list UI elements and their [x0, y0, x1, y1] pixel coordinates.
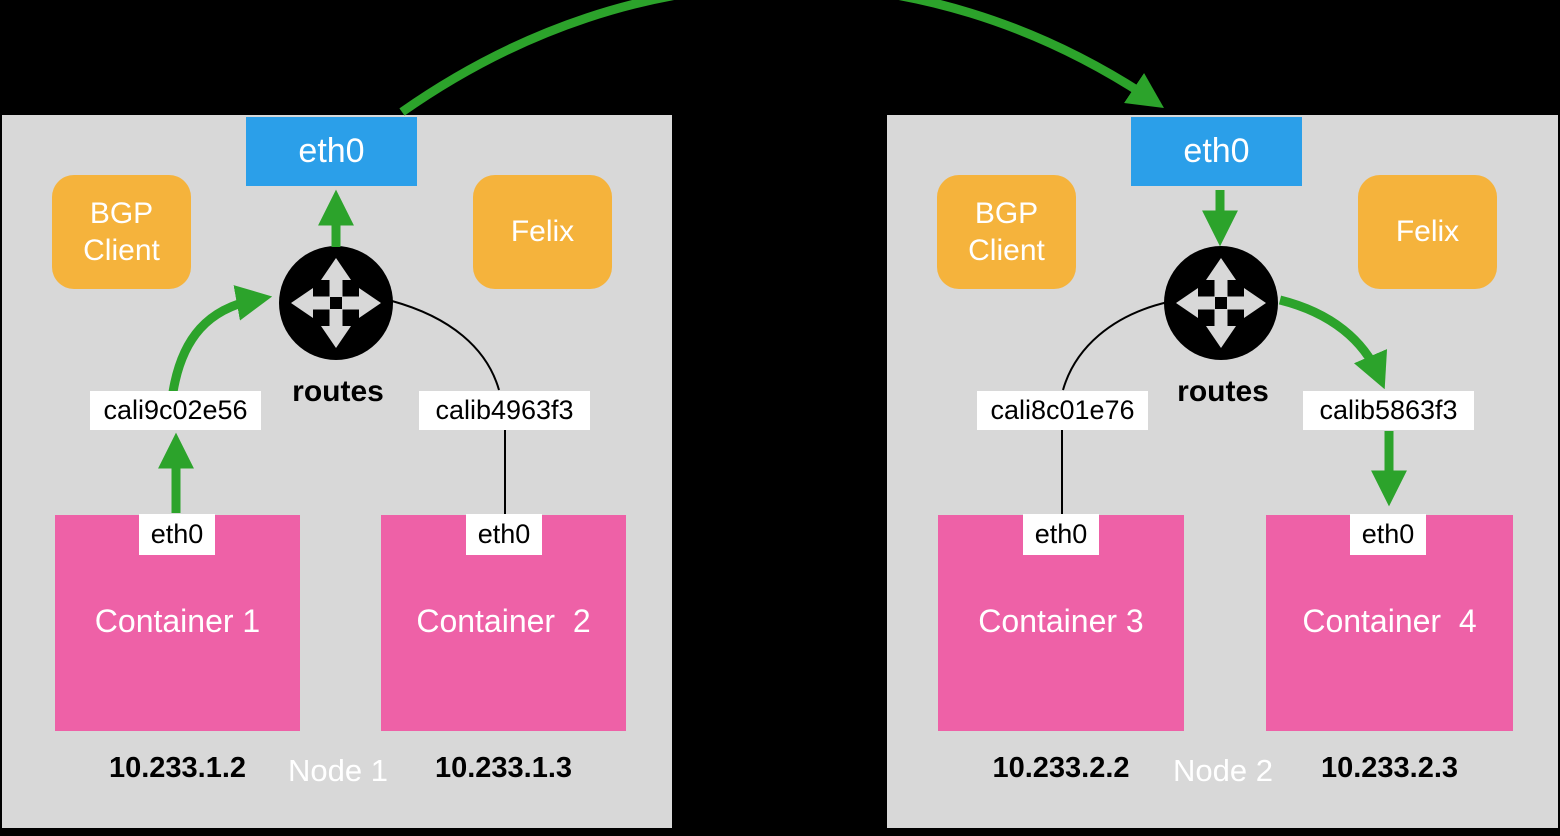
node-1-bgp-client-box: BGP Client: [52, 175, 191, 289]
container-1-box: eth0 Container 1: [55, 514, 300, 731]
container-1-ip: 10.233.1.2: [108, 752, 247, 784]
node-2-box: eth0 BGP Client Felix routes cali8c01e76…: [887, 115, 1558, 828]
node-1-box: eth0 BGP Client Felix routes cali9c02e56…: [2, 115, 672, 828]
container-4-ip: 10.233.2.3: [1320, 752, 1459, 784]
container-2-eth0-label: eth0: [466, 514, 542, 555]
node-1-host-eth0: eth0: [246, 117, 417, 186]
container-4-name: Container 4: [1302, 603, 1477, 639]
container-3-eth0-label: eth0: [1023, 514, 1099, 555]
node-2-routes-label: routes: [1177, 375, 1269, 408]
container-2-ip: 10.233.1.3: [434, 752, 573, 784]
node-2-name: Node 2: [1173, 753, 1273, 788]
container-2-box: eth0 Container 2: [381, 514, 626, 731]
node-1-veth-label-2: calib4963f3: [419, 391, 590, 430]
container-4-eth0-label: eth0: [1350, 514, 1426, 555]
container-3-box: eth0 Container 3: [938, 514, 1184, 731]
node-1-veth-label-1: cali9c02e56: [90, 391, 261, 430]
node-2-veth-label-1: cali8c01e76: [977, 391, 1148, 430]
node-1-routes-label: routes: [292, 375, 384, 408]
container-1-eth0-label: eth0: [139, 514, 215, 555]
container-3-ip: 10.233.2.2: [992, 752, 1130, 784]
node-1-name: Node 1: [288, 753, 388, 788]
node-2-veth-label-2: calib5863f3: [1303, 391, 1474, 430]
node-2-felix-box: Felix: [1358, 175, 1497, 289]
container-1-name: Container 1: [94, 603, 261, 639]
container-4-box: eth0 Container 4: [1266, 514, 1513, 731]
node-1-felix-box: Felix: [473, 175, 612, 289]
container-3-name: Container 3: [978, 603, 1144, 639]
node-2-host-eth0: eth0: [1131, 117, 1302, 186]
container-2-name: Container 2: [416, 603, 591, 639]
node-2-bgp-client-box: BGP Client: [937, 175, 1076, 289]
flow-node1-eth0-to-node2-eth0-arc: [399, 0, 1164, 116]
